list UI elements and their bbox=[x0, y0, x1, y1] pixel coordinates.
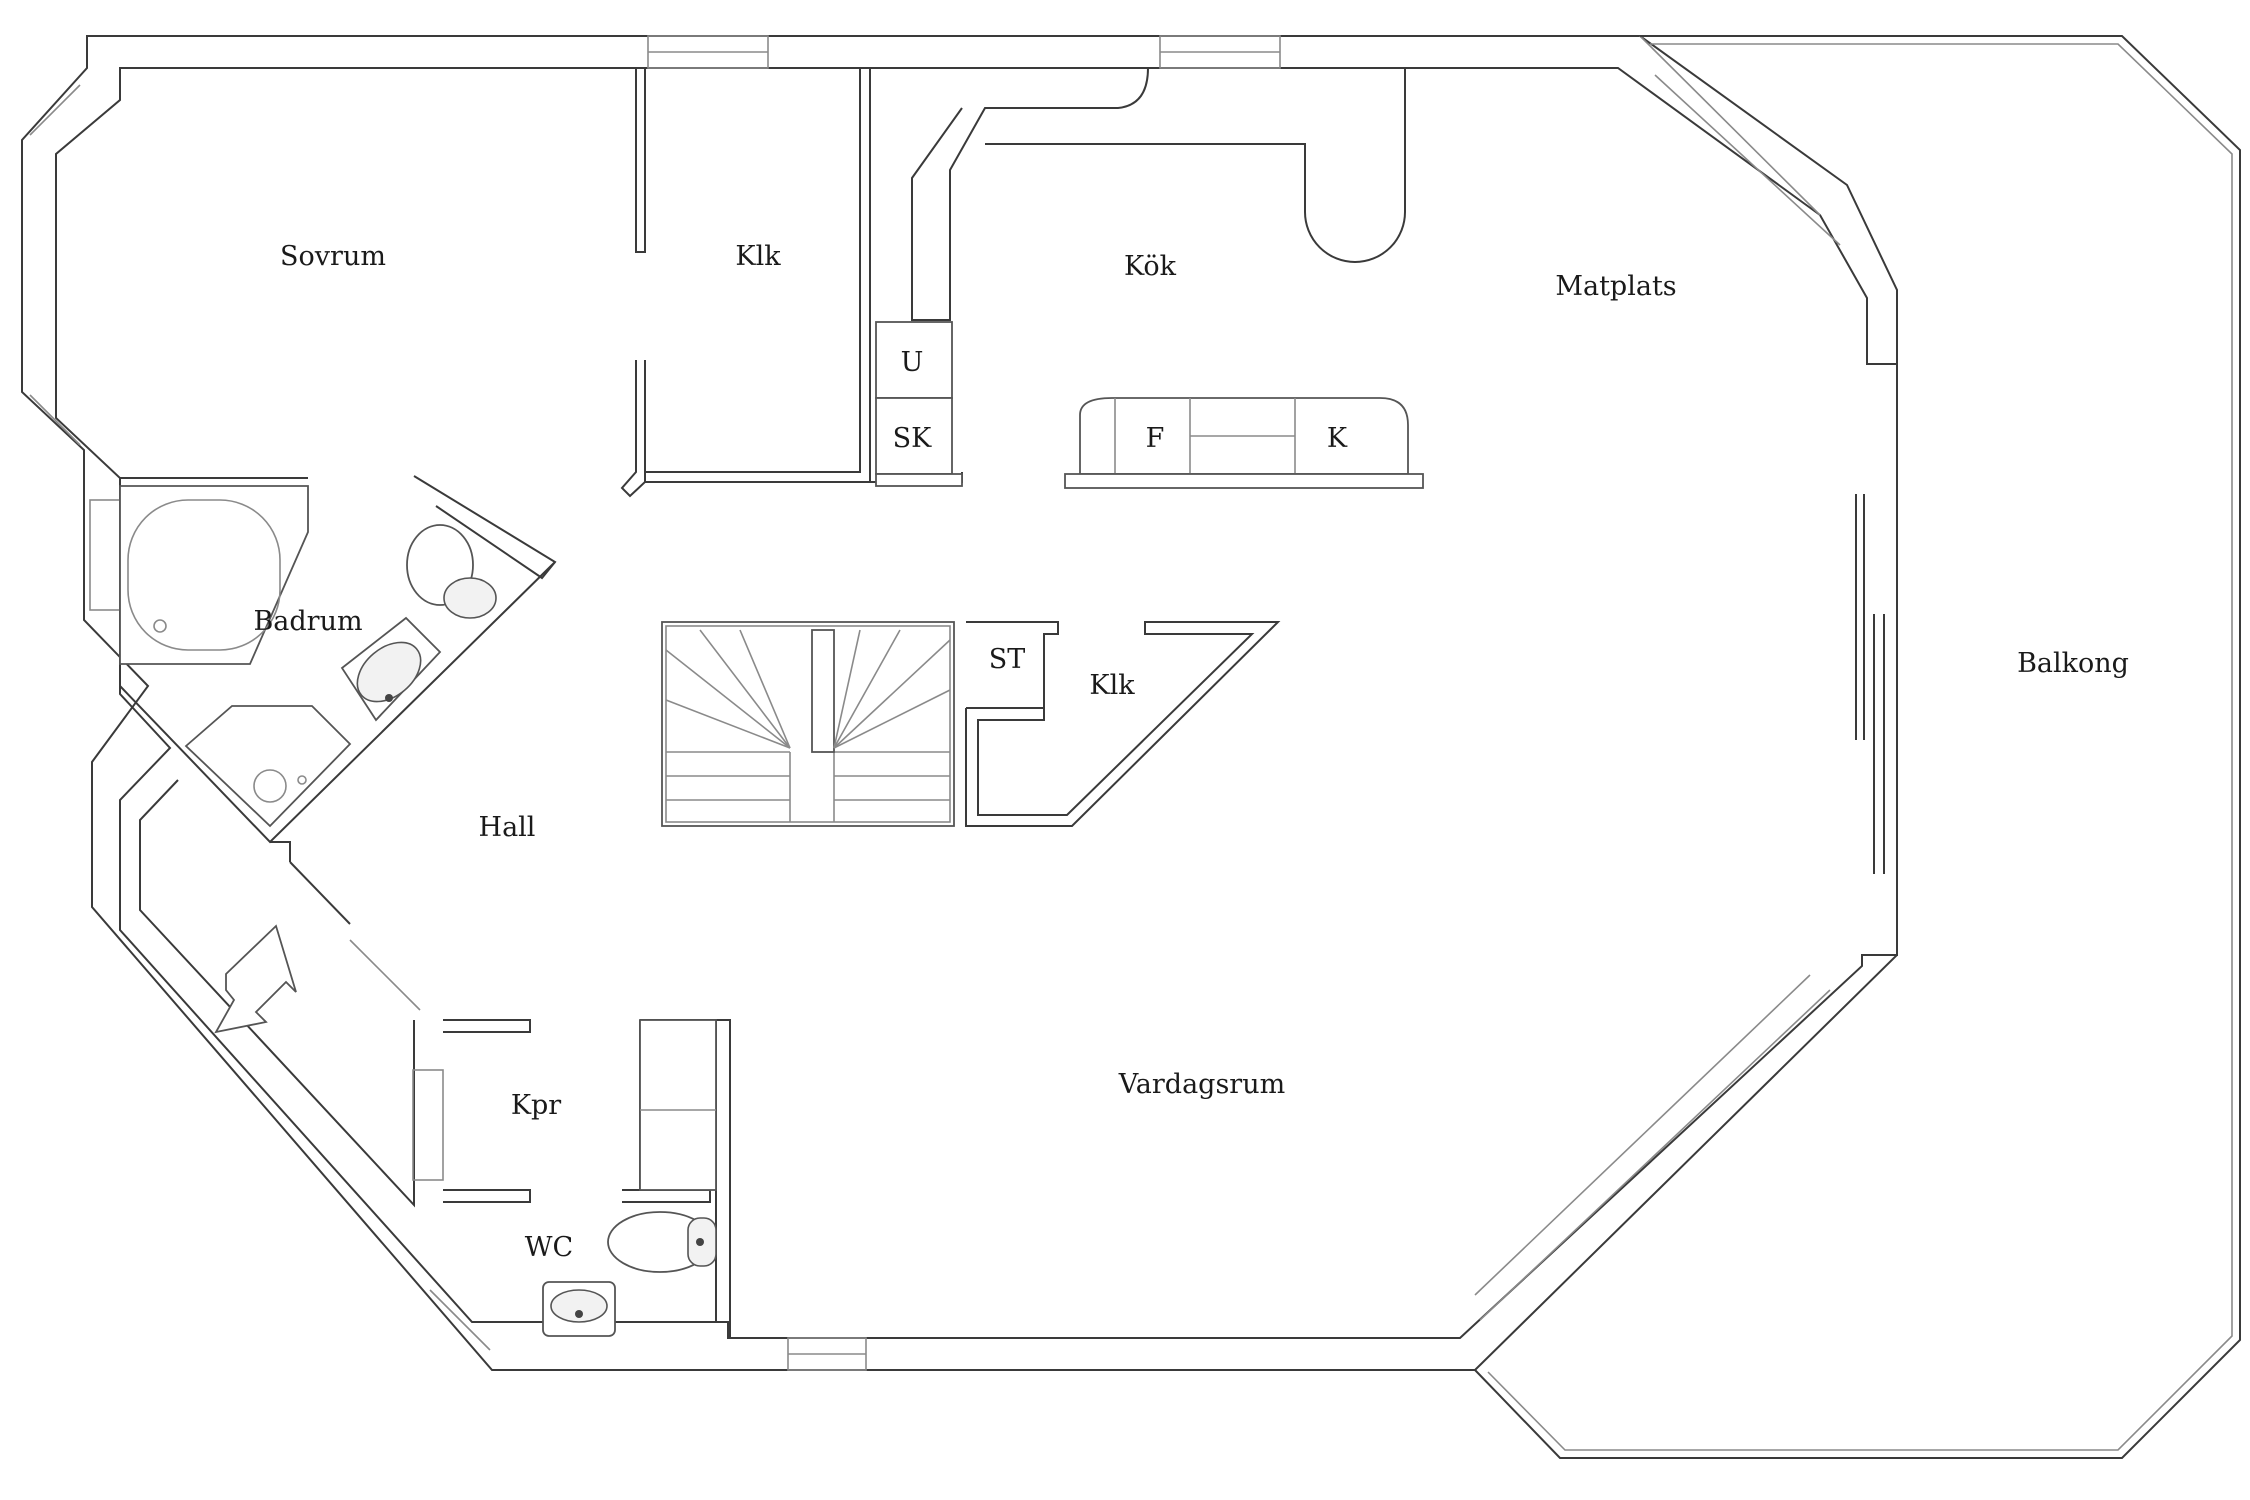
shower-icon bbox=[184, 705, 352, 828]
label-wc: WC bbox=[525, 1232, 573, 1263]
label-balkong: Balkong bbox=[2017, 648, 2129, 679]
toilet-icon bbox=[406, 524, 497, 619]
label-k: K bbox=[1327, 423, 1348, 454]
utility-cabinets bbox=[875, 321, 963, 487]
interior-walls bbox=[119, 67, 1885, 1338]
label-klk-top: Klk bbox=[735, 241, 781, 272]
label-kpr: Kpr bbox=[511, 1090, 561, 1121]
label-f: F bbox=[1146, 423, 1165, 454]
entrance-arrow-icon bbox=[214, 924, 297, 1034]
room-labels: Sovrum Klk Kök Matplats Badrum Hall Klk … bbox=[253, 241, 2129, 1263]
storage-closet bbox=[965, 621, 1281, 827]
label-matplats: Matplats bbox=[1555, 271, 1676, 302]
bathtub-icon bbox=[119, 485, 309, 665]
kitchen-island bbox=[1064, 397, 1424, 489]
label-st: ST bbox=[989, 644, 1026, 675]
balcony bbox=[1474, 35, 2241, 1459]
wc-fixtures bbox=[542, 1019, 717, 1337]
label-sk: SK bbox=[893, 423, 932, 454]
outer-walls bbox=[21, 35, 1898, 1371]
label-hall: Hall bbox=[479, 812, 536, 843]
sink-icon bbox=[340, 616, 442, 722]
label-sovrum: Sovrum bbox=[280, 241, 386, 272]
label-klk-mid: Klk bbox=[1089, 670, 1135, 701]
windows bbox=[29, 35, 1841, 1371]
label-vardagsrum: Vardagsrum bbox=[1118, 1069, 1285, 1100]
label-kok: Kök bbox=[1124, 251, 1177, 282]
staircase-icon bbox=[661, 621, 955, 827]
label-u: U bbox=[901, 347, 924, 378]
label-badrum: Badrum bbox=[253, 606, 362, 637]
